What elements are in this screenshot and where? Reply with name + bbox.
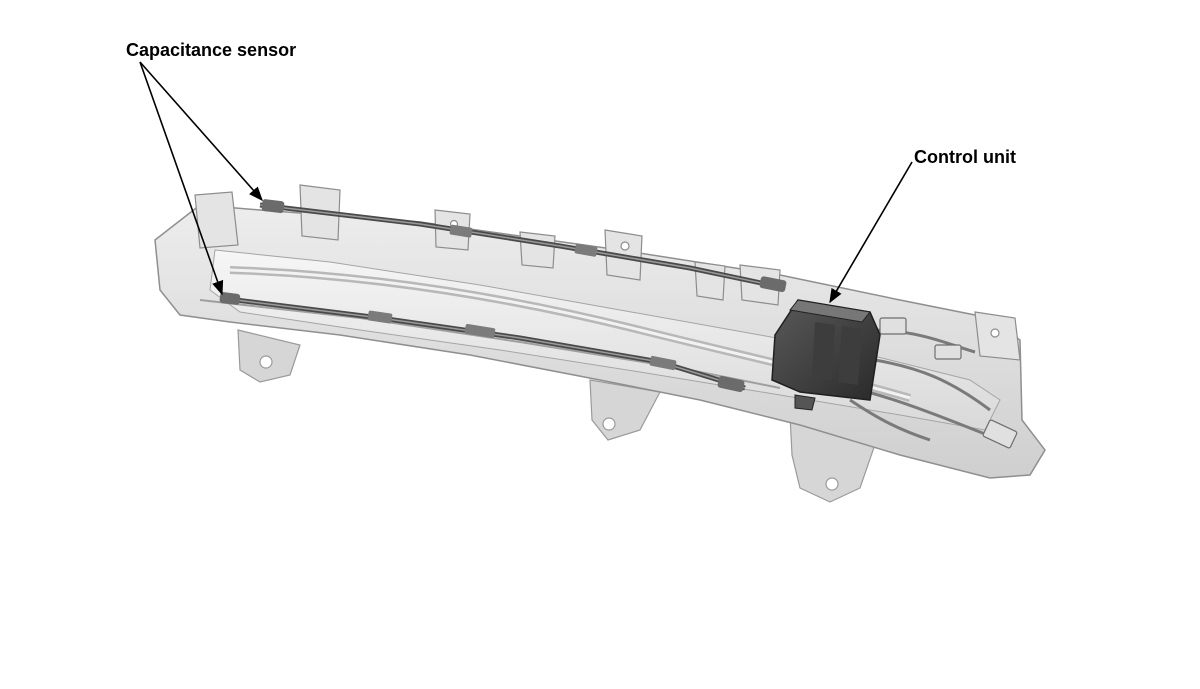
capacitance-sensor-lower [219, 292, 746, 393]
leader-capacitance-lower [139, 61, 224, 296]
callout-control-unit: Control unit [914, 147, 1016, 167]
harness-connectors [879, 317, 1018, 449]
leader-lines [139, 61, 913, 304]
capacitance-sensor-upper [259, 199, 787, 293]
leader-capacitance-upper [139, 61, 263, 202]
retaining-clips [194, 184, 1021, 361]
bracket-body [154, 204, 1046, 479]
callout-capacitance-sensor: Capacitance sensor [126, 40, 297, 60]
mounting-tab-left [237, 329, 301, 383]
control-unit [771, 299, 881, 411]
leader-control-unit [829, 161, 913, 304]
